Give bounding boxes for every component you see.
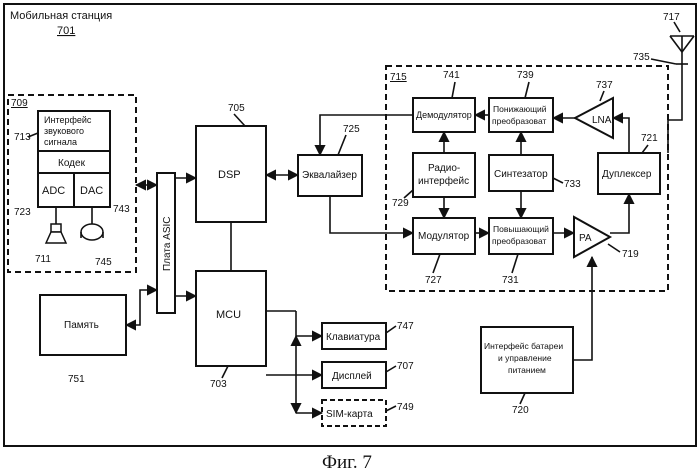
up-converter-line2: преобразоват: [492, 236, 547, 246]
link-demod-equalizer: [320, 115, 413, 155]
duplexer-label: Дуплексер: [602, 169, 652, 180]
radio-interface-line2: интерфейс: [418, 175, 469, 187]
asic-label: Плата ASIC: [162, 216, 173, 271]
ref-739: 739: [517, 70, 534, 81]
link-memory-asic: [126, 290, 157, 325]
link-battery-pa: [573, 257, 592, 360]
ref-729: 729: [392, 198, 409, 209]
station-label: Мобильная станция: [10, 10, 112, 22]
display-label: Дисплей: [332, 371, 372, 382]
battery-line2: и управление: [498, 353, 552, 363]
equalizer-label: Эквалайзер: [302, 170, 357, 181]
memory-label: Память: [64, 320, 99, 331]
keyboard-label: Клавиатура: [326, 332, 381, 343]
sim-card-label: SIM-карта: [326, 409, 373, 420]
ref-709: 709: [11, 98, 28, 109]
ref-705: 705: [228, 103, 245, 114]
ref-741: 741: [443, 70, 460, 81]
battery-line3: питанием: [508, 365, 546, 375]
antenna-icon: [670, 36, 694, 70]
ref-751: 751: [68, 374, 85, 385]
ref-727: 727: [425, 275, 442, 286]
dsp-label: DSP: [218, 169, 241, 181]
ref-743: 743: [113, 204, 130, 215]
lna-label: LNA: [592, 115, 612, 126]
demodulator-label: Демодулятор: [416, 110, 472, 120]
ref-745: 745: [95, 257, 112, 268]
dac-label: DAC: [80, 185, 103, 197]
ref-701: 701: [57, 25, 75, 37]
down-converter-line1: Понижающий: [493, 104, 547, 114]
figure-caption: Фиг. 7: [322, 452, 372, 473]
radio-interface-box: [413, 153, 475, 197]
modulator-label: Модулятор: [418, 231, 470, 242]
ref-719: 719: [622, 249, 639, 260]
pa-label: PA: [579, 233, 592, 244]
ref-711: 711: [35, 254, 51, 265]
link-duplexer-lna: [613, 118, 629, 153]
battery-line1: Интерфейс батареи: [484, 341, 563, 351]
ref-735: 735: [633, 52, 650, 63]
microphone-icon: [81, 224, 103, 240]
ref-721: 721: [641, 133, 658, 144]
ref-737: 737: [596, 80, 613, 91]
ref-723: 723: [14, 207, 31, 218]
codec-label: Кодек: [58, 158, 86, 169]
synthesizer-label: Синтезатор: [494, 169, 548, 180]
ref-717: 717: [663, 12, 680, 23]
ref-749: 749: [397, 402, 414, 413]
audio-interface-line3: сигнала: [44, 137, 77, 147]
down-converter-line2: преобразоват: [492, 116, 547, 126]
ref-747: 747: [397, 321, 414, 332]
adc-label: ADC: [42, 185, 65, 197]
ref-720: 720: [512, 405, 529, 416]
speaker-icon: [46, 224, 66, 243]
link-pa-duplexer: [610, 194, 629, 233]
up-converter-line1: Повышающий: [493, 224, 549, 234]
link-antenna-duplexer: [668, 70, 682, 153]
radio-interface-line1: Радио-: [428, 163, 460, 174]
ref-725: 725: [343, 124, 360, 135]
ref-715: 715: [390, 72, 407, 83]
ref-707: 707: [397, 361, 414, 372]
audio-interface-line2: звукового: [44, 126, 84, 136]
mcu-label: MCU: [216, 309, 241, 321]
ref-703: 703: [210, 379, 227, 390]
ref-731: 731: [502, 275, 519, 286]
audio-interface-line1: Интерфейс: [44, 115, 92, 125]
ref-733: 733: [564, 179, 581, 190]
